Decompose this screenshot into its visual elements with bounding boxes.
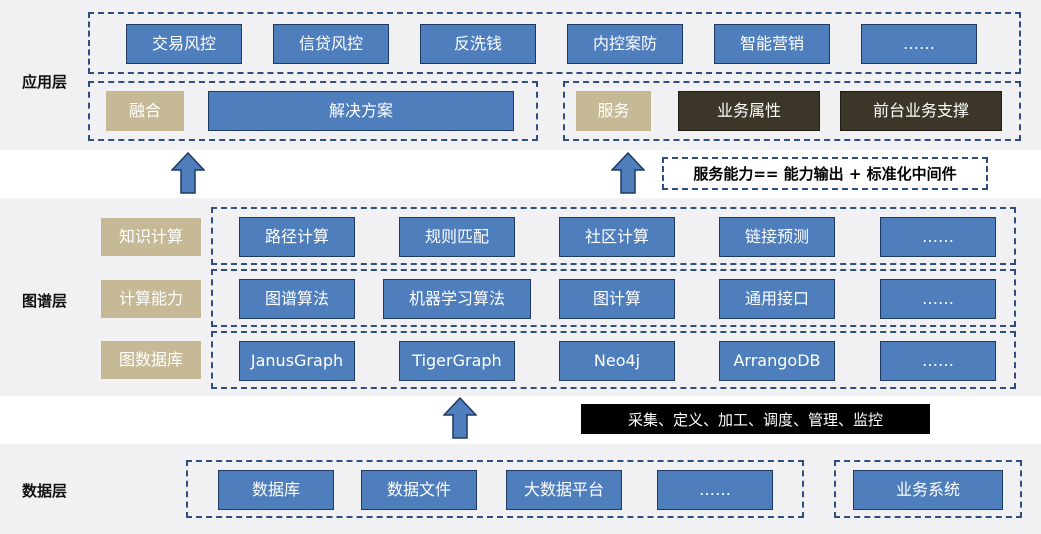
data-layer-label: 数据层 xyxy=(22,482,68,500)
compute-item: 通用接口 xyxy=(719,279,835,319)
knowledge-item: 路径计算 xyxy=(239,217,355,257)
compute-item: 机器学习算法 xyxy=(383,279,531,319)
data-source-box: 大数据平台 xyxy=(506,470,622,510)
service-label-box: 服务 xyxy=(576,91,651,131)
service-item-box: 业务属性 xyxy=(678,91,820,131)
knowledge-computing-group xyxy=(211,207,1016,265)
business-system-group xyxy=(834,460,1022,518)
compute-capability-group xyxy=(211,269,1016,327)
graph-database-item: TigerGraph xyxy=(399,341,515,381)
knowledge-item: 社区计算 xyxy=(559,217,675,257)
up-arrow-icon xyxy=(171,152,205,194)
knowledge-item: 规则匹配 xyxy=(399,217,515,257)
graph-database-item: ArrangoDB xyxy=(719,341,835,381)
scenario-box: 信贷风控 xyxy=(273,24,389,64)
data-source-box: 数据文件 xyxy=(361,470,477,510)
compute-capability-label: 计算能力 xyxy=(101,280,201,318)
data-source-box: …… xyxy=(657,470,773,510)
application-layer-label: 应用层 xyxy=(22,73,68,91)
solution-box: 解决方案 xyxy=(208,91,514,131)
scenario-box: …… xyxy=(861,24,977,64)
graph-database-item: Neo4j xyxy=(559,341,675,381)
service-item-box: 前台业务支撑 xyxy=(840,91,1002,131)
graph-database-item: JanusGraph xyxy=(239,341,355,381)
graph-layer-label: 图谱层 xyxy=(22,292,68,310)
knowledge-computing-label: 知识计算 xyxy=(101,218,201,256)
graph-database-label: 图数据库 xyxy=(101,341,201,379)
fusion-label-box: 融合 xyxy=(106,91,184,131)
data-source-box: 数据库 xyxy=(218,470,334,510)
graph-database-item: …… xyxy=(880,341,996,381)
up-arrow-icon xyxy=(443,397,477,439)
scenario-group xyxy=(88,12,1021,74)
scenario-box: 反洗钱 xyxy=(420,24,536,64)
scenario-box: 交易风控 xyxy=(126,24,242,64)
service-group xyxy=(563,81,1021,141)
knowledge-item: …… xyxy=(880,217,996,257)
up-arrow-icon xyxy=(611,152,645,194)
scenario-box: 智能营销 xyxy=(714,24,830,64)
business-system-box: 业务系统 xyxy=(853,470,1003,510)
service-capability-caption: 服务能力== 能力输出 + 标准化中间件 xyxy=(662,157,988,190)
data-source-group xyxy=(186,460,804,518)
scenario-box: 内控案防 xyxy=(567,24,683,64)
compute-item: 图谱算法 xyxy=(239,279,355,319)
graph-database-group xyxy=(211,331,1016,389)
fusion-group xyxy=(88,81,538,141)
compute-item: …… xyxy=(880,279,996,319)
compute-item: 图计算 xyxy=(559,279,675,319)
knowledge-item: 链接预测 xyxy=(719,217,835,257)
data-pipeline-caption: 采集、定义、加工、调度、管理、监控 xyxy=(581,404,930,434)
